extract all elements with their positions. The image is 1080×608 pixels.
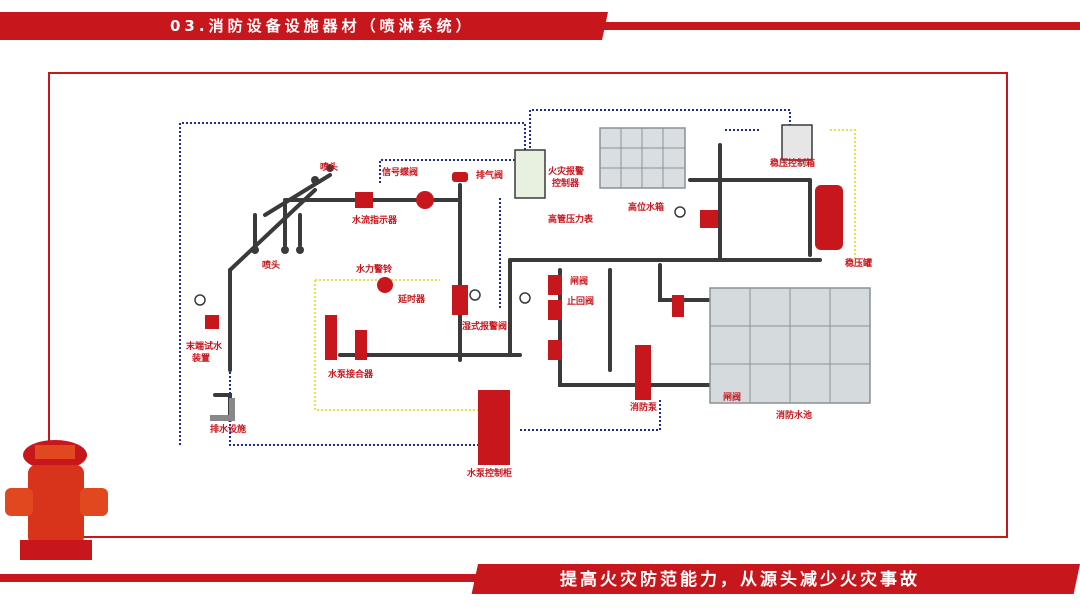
hydrant-body <box>28 465 84 545</box>
sprinkler-heads <box>251 164 334 254</box>
power-line-left <box>314 280 480 411</box>
label-drainage: 排水设施 <box>210 423 246 435</box>
pressure-control-box-icon <box>781 124 813 161</box>
fire-hydrant-icon <box>5 440 108 560</box>
signal-line-valve <box>379 159 515 183</box>
pump-control-cabinet-icon <box>478 390 510 465</box>
hydrant-outlet-left <box>5 488 33 516</box>
check-valve-icon <box>548 300 562 320</box>
gate-valve-icon <box>548 275 562 295</box>
label-fire-alarm-control-1: 火灾报警 <box>548 165 584 177</box>
label-gate-valve-1: 闸阀 <box>570 275 588 287</box>
water-bell-icon <box>377 277 393 293</box>
label-water-bell: 水力警铃 <box>356 263 393 275</box>
footer-rule <box>0 574 500 582</box>
label-fire-alarm-control-2: 控制器 <box>552 177 580 189</box>
high-water-tank-icon <box>599 127 686 189</box>
fire-alarm-controller-icon <box>514 149 546 199</box>
label-fire-pump: 消防泵 <box>630 401 658 413</box>
label-pressure-tank: 稳压罐 <box>845 257 872 269</box>
pressure-gauge-icon <box>194 294 206 306</box>
diagram-frame <box>48 72 1008 538</box>
hydrant-base <box>20 540 92 560</box>
label-high-water-tank: 高位水箱 <box>628 201 664 213</box>
flow-indicator-icon <box>355 192 373 208</box>
label-water-flow-indicator: 水流指示器 <box>352 214 398 226</box>
adapter-valve-icon <box>355 330 367 360</box>
signal-line-pump <box>520 400 661 431</box>
hydrant-collar <box>35 445 75 459</box>
pool-valve-icon <box>672 295 684 317</box>
fire-pump-icon <box>635 345 651 400</box>
signal-valve-icon <box>416 191 434 209</box>
exhaust-valve-icon <box>452 172 468 182</box>
sprinkler-head-icon <box>251 246 259 254</box>
label-signal-valve: 信号蝶阀 <box>382 166 418 178</box>
pressure-gauge-icon <box>674 206 686 218</box>
sprinkler-head-icon <box>296 246 304 254</box>
tank-valve-icon <box>700 210 718 228</box>
label-pump-control-cabinet: 水泵控制柜 <box>467 467 512 479</box>
sprinkler-head-icon <box>311 176 319 184</box>
power-line-right <box>830 129 856 260</box>
tank-panels <box>600 128 685 188</box>
fire-pool-icon <box>709 287 871 404</box>
signal-line-bottom <box>229 360 480 446</box>
header-rule <box>600 22 1080 30</box>
power-lines <box>314 129 856 411</box>
pump-valve-icon <box>548 340 562 360</box>
label-delay-device: 延时器 <box>397 293 426 305</box>
valves <box>205 172 843 465</box>
pressure-gauge-icon <box>469 289 481 301</box>
branch-pipe-2 <box>263 173 332 217</box>
label-high-pressure-gauge: 高管压力表 <box>548 213 594 225</box>
sprinkler-head-icon <box>281 246 289 254</box>
gauges <box>194 206 686 306</box>
label-gate-valve-2: 闸阀 <box>723 391 741 403</box>
drainage-icon <box>210 398 235 421</box>
signal-line-top <box>529 109 791 152</box>
label-end-test-water-1: 末端试水 <box>185 340 223 352</box>
wet-alarm-valve-icon <box>452 285 468 315</box>
label-sprinkler-top: 喷头 <box>320 161 338 173</box>
pressure-gauge-icon <box>519 292 531 304</box>
pool-panels <box>710 288 870 403</box>
label-pressure-control-box: 稳压控制箱 <box>770 157 815 169</box>
label-check-valve: 止回阀 <box>567 295 594 307</box>
sprinkler-head-icon <box>326 164 334 172</box>
label-end-test-water-2: 装置 <box>191 352 210 364</box>
label-pump-adapter: 水泵接合器 <box>328 368 374 380</box>
signal-line-left <box>179 122 526 445</box>
page-title: 03.消防设备设施器材（喷淋系统） <box>170 17 475 35</box>
signal-lines <box>179 109 791 446</box>
label-fire-pool: 消防水池 <box>776 409 812 421</box>
pressure-tank-icon <box>815 185 843 250</box>
end-test-valve-icon <box>205 315 219 329</box>
label-exhaust-valve: 排气阀 <box>476 169 503 181</box>
label-sprinkler-bottom: 喷头 <box>262 259 280 271</box>
hydrant-outlet-right <box>80 488 108 516</box>
pump-adapter-icon <box>325 315 337 360</box>
label-wet-alarm-valve: 湿式报警阀 <box>462 320 507 332</box>
branch-pipe-1 <box>228 188 317 272</box>
footer-slogan: 提高火灾防范能力，从源头减少火灾事故 <box>560 570 920 590</box>
